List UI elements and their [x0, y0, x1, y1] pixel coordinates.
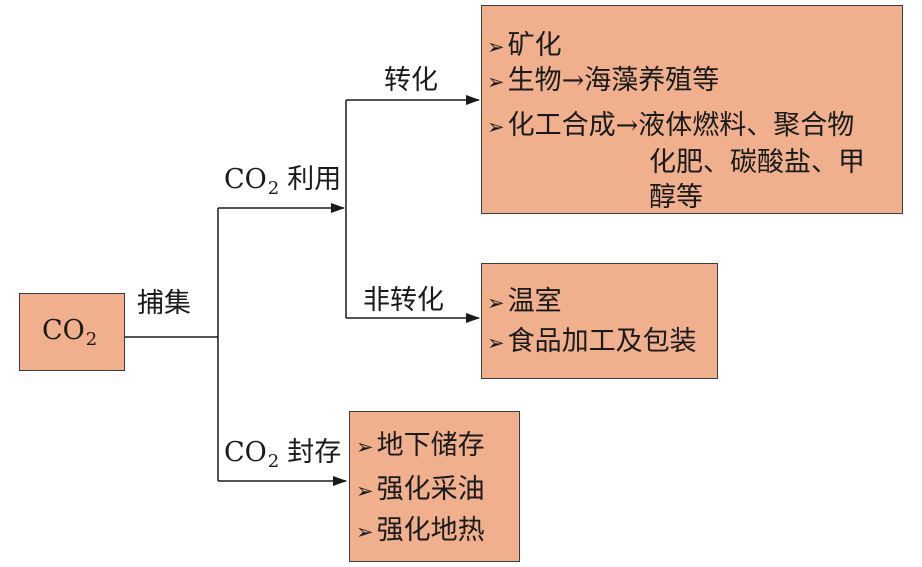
bullet-icon: ➢ — [487, 115, 505, 139]
storage-item: ➢地下储存 — [356, 430, 485, 461]
conversion-item: ➢矿化 — [487, 30, 562, 61]
nonconversion-label: 非转化 — [363, 285, 444, 316]
bullet-icon: ➢ — [356, 520, 374, 544]
nonconversion-box: ➢温室 ➢食品加工及包装 — [481, 263, 718, 379]
conversion-item: ➢生物→海藻养殖等 — [487, 65, 720, 96]
storage-item: ➢强化地热 — [356, 515, 485, 546]
conversion-item: ➢化工合成→液体燃料、聚合物 — [487, 110, 855, 141]
bullet-icon: ➢ — [487, 331, 505, 355]
conversion-box: ➢矿化 ➢生物→海藻养殖等 ➢化工合成→液体燃料、聚合物 化肥、碳酸盐、甲 醇等 — [481, 5, 903, 214]
conversion-label: 转化 — [384, 65, 438, 96]
bullet-icon: ➢ — [487, 70, 505, 94]
conversion-item-continued: 化肥、碳酸盐、甲 — [649, 147, 865, 178]
bullet-icon: ➢ — [356, 479, 374, 503]
storage-item: ➢强化采油 — [356, 474, 485, 505]
storage-box: ➢地下储存 ➢强化采油 ➢强化地热 — [349, 411, 520, 562]
nonconversion-item: ➢温室 — [487, 286, 562, 317]
bullet-icon: ➢ — [487, 35, 505, 59]
capture-label: 捕集 — [137, 288, 191, 319]
nonconversion-item: ➢食品加工及包装 — [487, 326, 697, 357]
co2-source-box: CO2 — [19, 293, 125, 371]
bullet-icon: ➢ — [487, 291, 505, 315]
conversion-item-continued: 醇等 — [649, 182, 703, 213]
co2-source-label: CO2 — [42, 315, 98, 350]
bullet-icon: ➢ — [356, 435, 374, 459]
